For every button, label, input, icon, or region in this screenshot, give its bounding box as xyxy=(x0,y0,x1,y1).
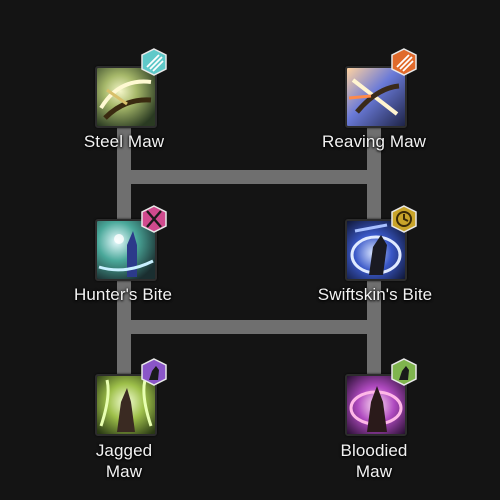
crossed-blades-icon xyxy=(141,205,167,233)
swiftskins-bite-label: Swiftskin's Bite xyxy=(317,285,433,304)
silhouette-icon xyxy=(391,358,417,386)
silhouette-icon xyxy=(141,358,167,386)
bloodied-maw-label-line1: Bloodied xyxy=(340,441,408,460)
hunters-bite-label: Hunter's Bite xyxy=(73,285,173,304)
jagged-maw-icon[interactable] xyxy=(95,374,157,436)
jagged-maw-label-line2: Maw xyxy=(105,462,143,481)
steel-maw-icon[interactable] xyxy=(95,66,157,128)
reaving-maw-icon[interactable] xyxy=(345,66,407,128)
clock-icon xyxy=(391,205,417,233)
bloodied-maw-icon[interactable] xyxy=(345,374,407,436)
reaving-maw-label: Reaving Maw xyxy=(321,132,427,151)
claw-slash-icon xyxy=(141,48,167,76)
hunters-bite-icon[interactable] xyxy=(95,219,157,281)
jagged-maw-label-line1: Jagged xyxy=(95,441,153,460)
claw-slash-icon xyxy=(391,48,417,76)
steel-maw-label: Steel Maw xyxy=(83,132,165,151)
bloodied-maw-label-line2: Maw xyxy=(355,462,393,481)
connector-bottom-horizontal xyxy=(117,320,381,334)
connector-top-horizontal xyxy=(117,170,381,184)
swiftskins-bite-icon[interactable] xyxy=(345,219,407,281)
